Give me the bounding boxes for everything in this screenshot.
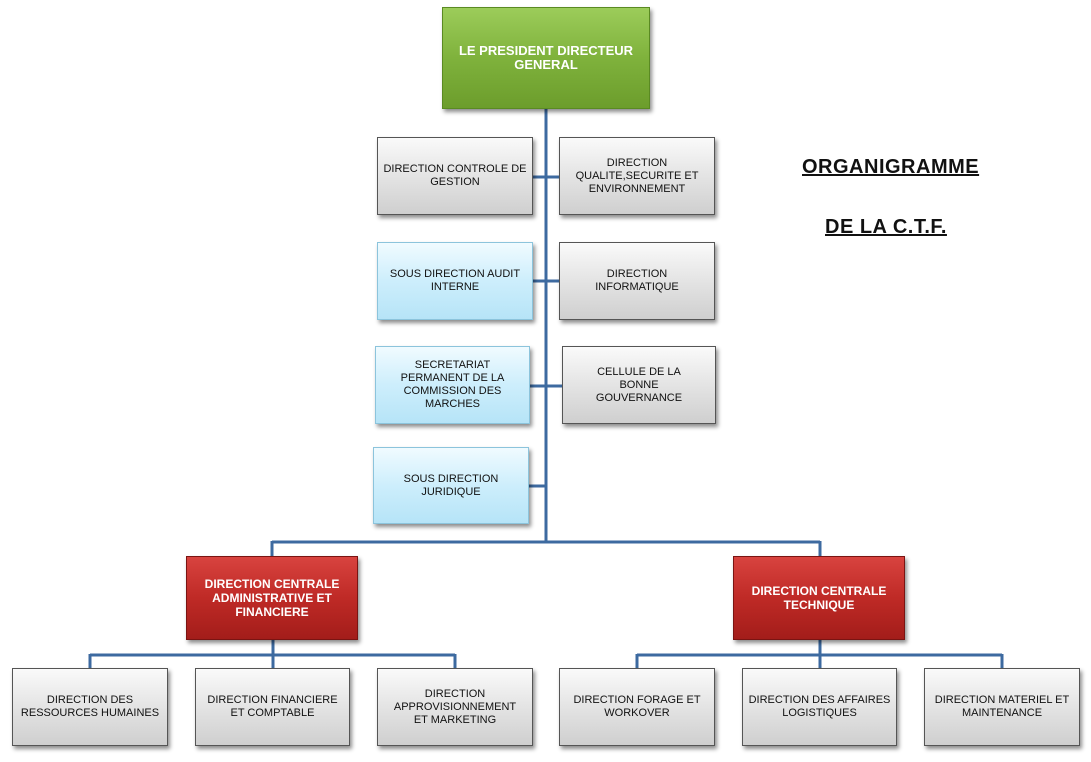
chart-title-line1: ORGANIGRAMME: [802, 156, 980, 178]
node-dc-admin-financiere: DIRECTION CENTRALE ADMINISTRATIVE ET FIN…: [186, 556, 358, 640]
node-juridique: SOUS DIRECTION JURIDIQUE: [373, 447, 529, 524]
node-qualite-securite: DIRECTION QUALITE,SECURITE ET ENVIRONNEM…: [559, 137, 715, 215]
node-approvisionnement-marketing: DIRECTION APPROVISIONNEMENT ET MARKETING: [377, 668, 533, 746]
node-president: LE PRESIDENT DIRECTEUR GENERAL: [442, 7, 650, 109]
node-forage-workover: DIRECTION FORAGE ET WORKOVER: [559, 668, 715, 746]
node-ressources-humaines: DIRECTION DES RESSOURCES HUMAINES: [12, 668, 168, 746]
node-informatique: DIRECTION INFORMATIQUE: [559, 242, 715, 320]
node-dc-technique: DIRECTION CENTRALE TECHNIQUE: [733, 556, 905, 640]
chart-title-line2: DE LA C.T.F.: [825, 216, 947, 238]
node-financiere-comptable: DIRECTION FINANCIERE ET COMPTABLE: [195, 668, 350, 746]
node-controle-gestion: DIRECTION CONTROLE DE GESTION: [377, 137, 533, 215]
node-affaires-logistiques: DIRECTION DES AFFAIRES LOGISTIQUES: [742, 668, 897, 746]
node-bonne-gouvernance: CELLULE DE LA BONNE GOUVERNANCE: [562, 346, 716, 424]
node-materiel-maintenance: DIRECTION MATERIEL ET MAINTENANCE: [924, 668, 1080, 746]
node-audit-interne: SOUS DIRECTION AUDIT INTERNE: [377, 242, 533, 320]
node-secretariat-marches: SECRETARIAT PERMANENT DE LA COMMISSION D…: [375, 346, 530, 424]
